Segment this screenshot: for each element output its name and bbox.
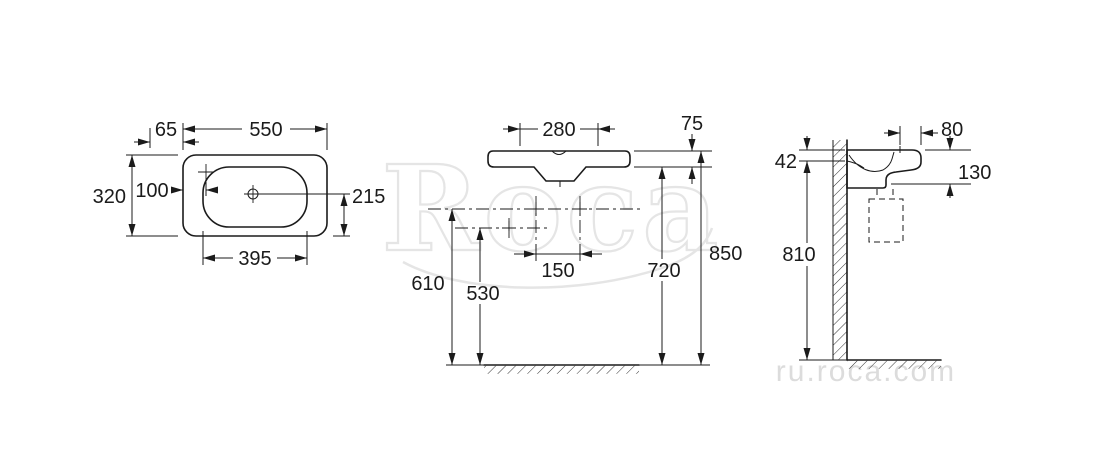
dim-label-720: 720 bbox=[647, 260, 680, 282]
bowl-section-side bbox=[846, 151, 895, 172]
dim-label-810: 810 bbox=[782, 244, 815, 266]
dim-215: 215 bbox=[261, 186, 385, 237]
dim-550: 550 bbox=[182, 119, 328, 150]
dim-720: 720 bbox=[647, 167, 681, 365]
basin-outline-front bbox=[487, 150, 631, 182]
basin-outline-side bbox=[846, 149, 922, 189]
dim-label-65: 65 bbox=[155, 119, 177, 141]
dim-label-75: 75 bbox=[681, 113, 703, 135]
dim-label-530: 530 bbox=[466, 283, 499, 305]
top-view: 550 65 100 320 215 395 bbox=[93, 119, 386, 270]
dim-label-395: 395 bbox=[238, 248, 271, 270]
dim-label-150: 150 bbox=[541, 260, 574, 282]
floor-hatch-side bbox=[847, 360, 941, 369]
dim-320: 320 bbox=[93, 154, 178, 237]
dim-label-280: 280 bbox=[542, 119, 575, 141]
drain-trap-hidden-lines bbox=[868, 189, 904, 243]
dim-label-610: 610 bbox=[411, 273, 444, 295]
side-view: 42 810 130 80 bbox=[775, 119, 991, 369]
dim-850: 850 bbox=[697, 151, 742, 365]
watermark-brand: Roca bbox=[381, 139, 722, 278]
dim-label-850: 850 bbox=[709, 243, 742, 265]
dim-530: 530 bbox=[466, 228, 500, 365]
wall-hatch bbox=[833, 140, 847, 360]
dim-610: 610 bbox=[411, 209, 456, 365]
tap-hole-crosshair-icon bbox=[198, 164, 214, 180]
bowl-outline-top bbox=[202, 166, 308, 228]
dim-150: 150 bbox=[514, 244, 602, 282]
dim-100: 100 bbox=[135, 180, 218, 202]
fixing-point-crosses bbox=[502, 202, 587, 235]
basin-outline-top bbox=[182, 154, 328, 237]
dim-395: 395 bbox=[202, 231, 308, 270]
dim-label-42: 42 bbox=[775, 151, 797, 173]
drain-crosshair-icon bbox=[244, 185, 262, 203]
dim-label-80: 80 bbox=[941, 119, 963, 141]
dim-80: 80 bbox=[884, 119, 963, 145]
dim-label-550: 550 bbox=[249, 119, 282, 141]
dim-130: 130 bbox=[891, 136, 991, 198]
dim-label-100: 100 bbox=[135, 180, 168, 202]
dim-label-130: 130 bbox=[958, 162, 991, 184]
front-view: 280 75 850 720 610 530 bbox=[411, 113, 742, 374]
dim-label-215: 215 bbox=[352, 186, 385, 208]
floor-hatch-front bbox=[484, 365, 639, 374]
dim-label-320: 320 bbox=[93, 186, 126, 208]
tap-hole-front bbox=[551, 150, 567, 155]
dim-280: 280 bbox=[503, 119, 615, 146]
dim-810: 810 bbox=[782, 161, 816, 360]
dim-65: 65 bbox=[134, 119, 199, 148]
